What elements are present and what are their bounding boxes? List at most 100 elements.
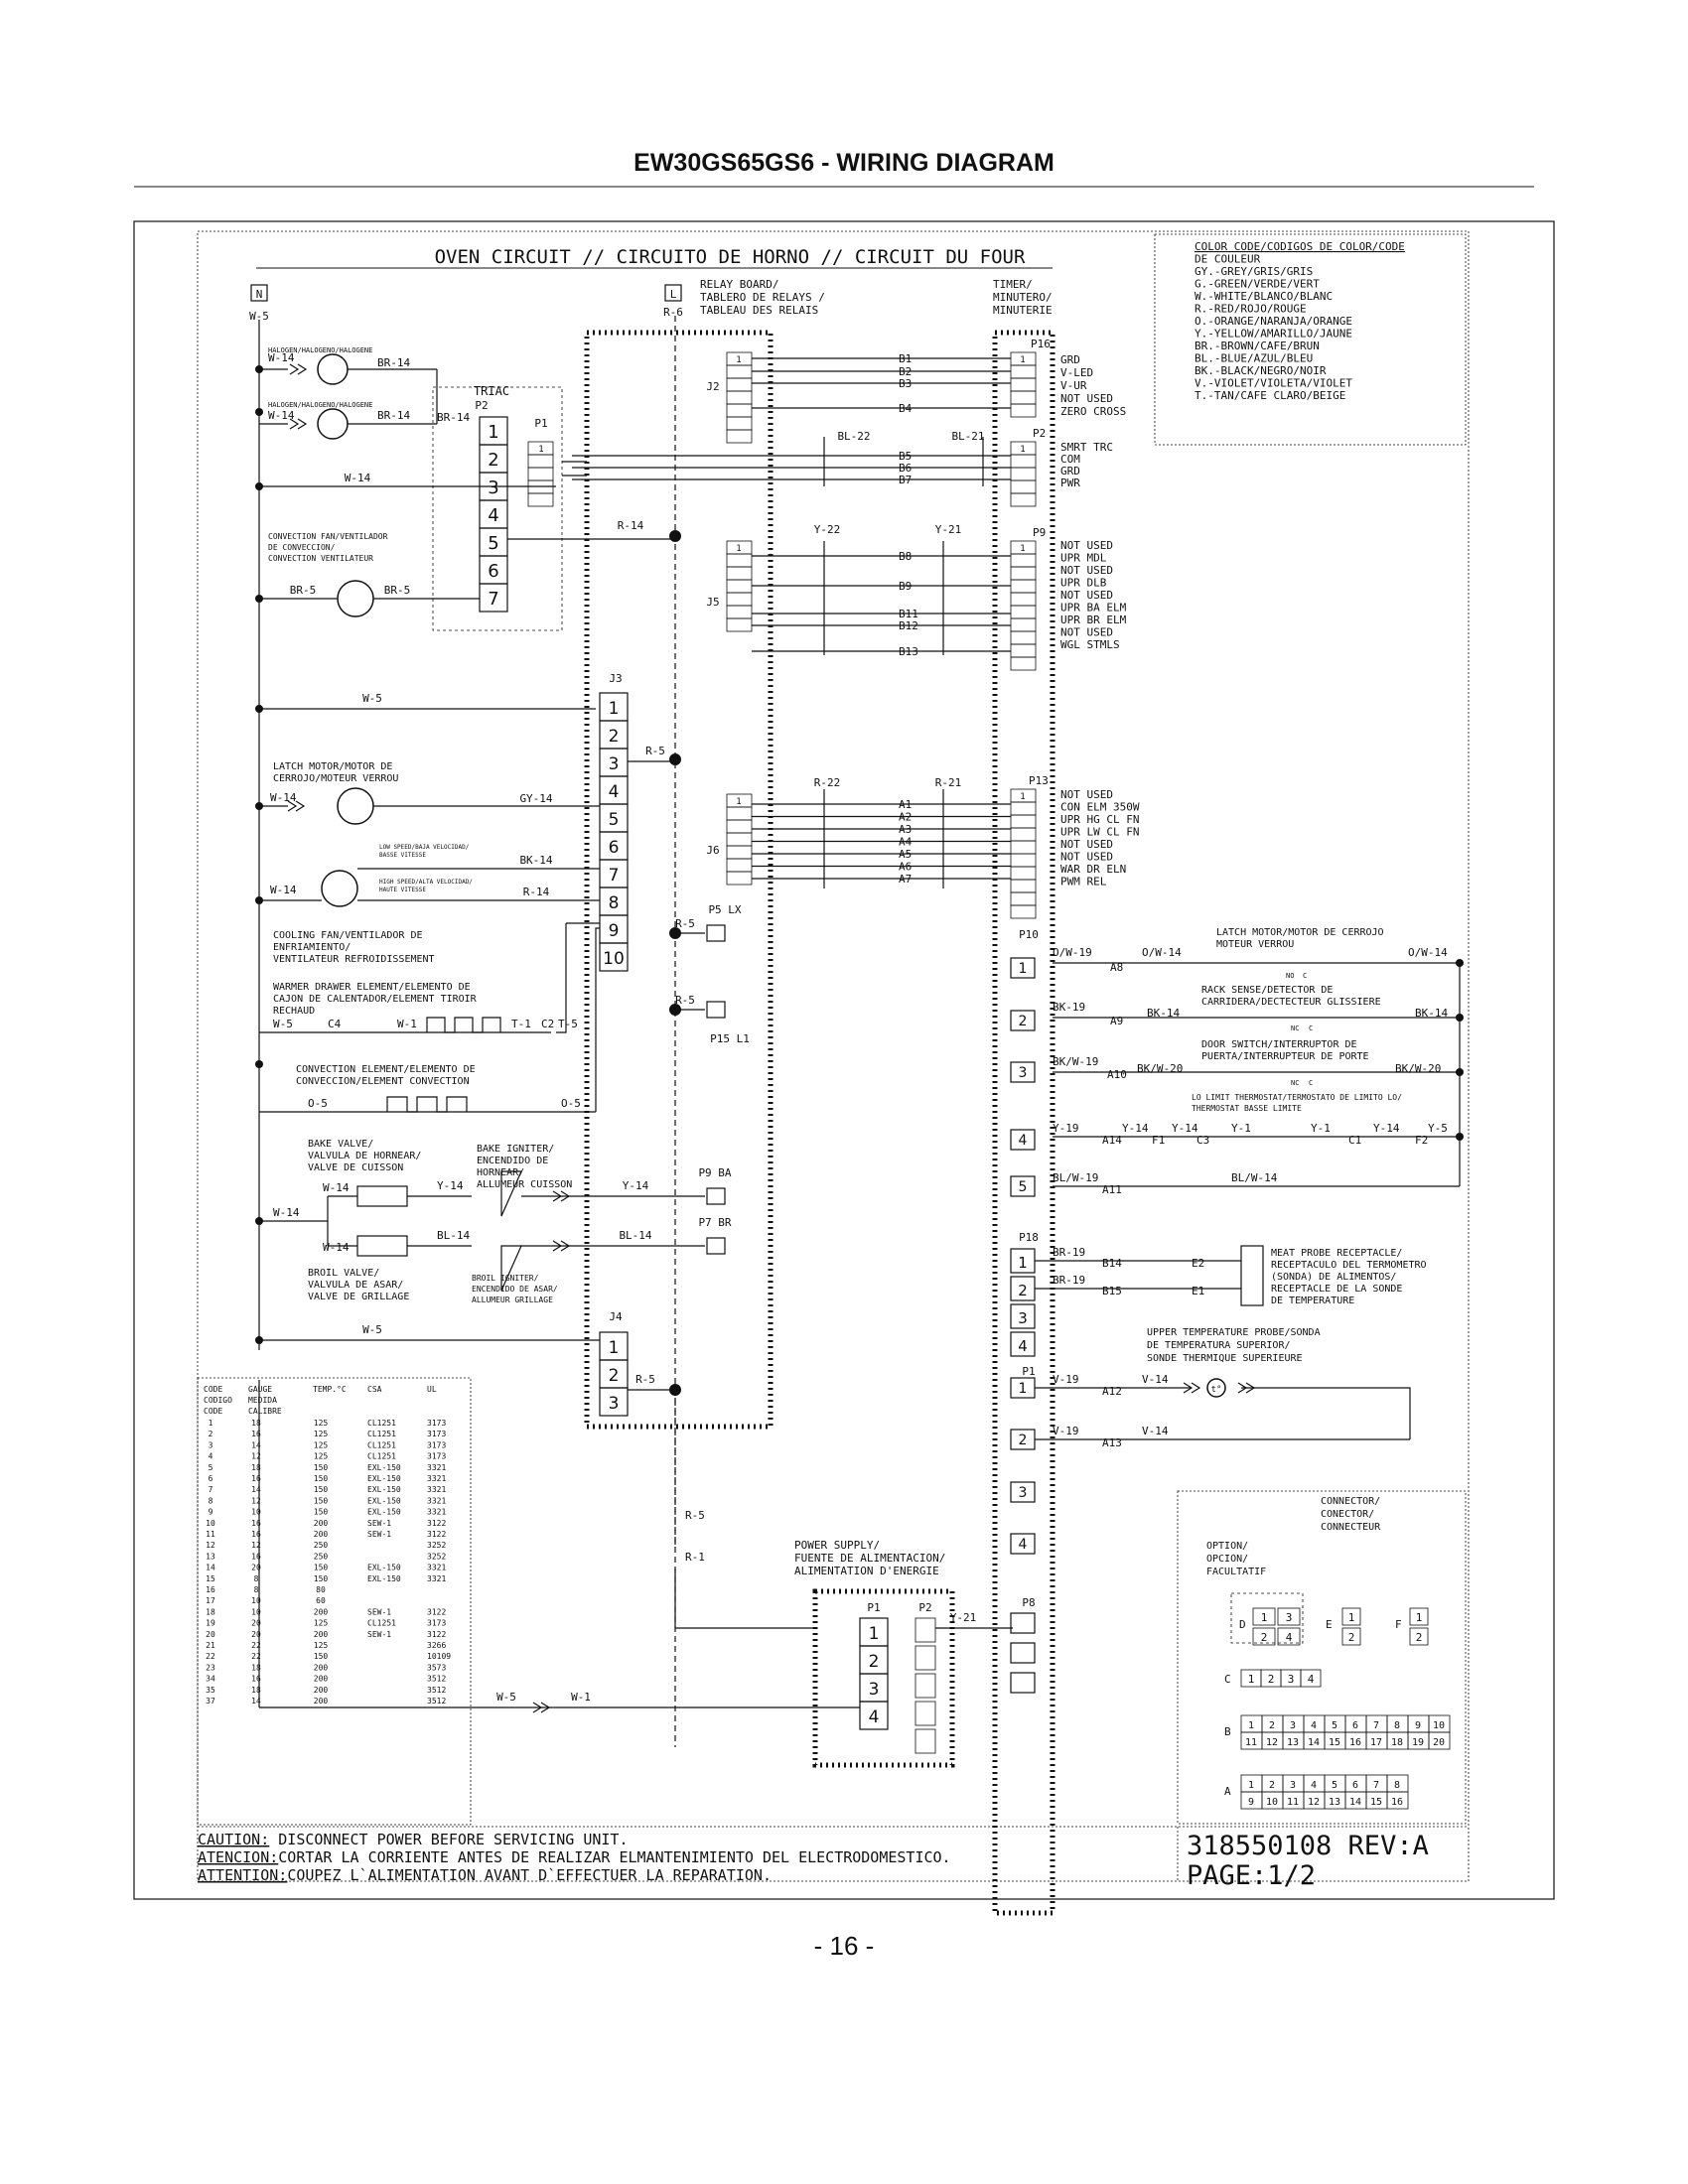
gauge-cell: EXL-150 — [367, 1496, 401, 1505]
p5-terminal — [706, 924, 726, 942]
p13-label: PWM REL — [1060, 876, 1107, 888]
wire — [595, 927, 600, 1112]
pin-number: 2 — [1018, 1282, 1028, 1299]
pin-number: 3 — [609, 1394, 620, 1414]
gauge-cell: 20 — [206, 1630, 215, 1639]
legend-cell-num: 2 — [1261, 1631, 1268, 1644]
caution-line: ATTENTION:COUPEZ L`ALIMENTATION AVANT D`… — [198, 1866, 772, 1884]
gauge-cell: 200 — [314, 1686, 329, 1695]
pin-number: 4 — [609, 782, 620, 802]
gauge-cell: 125 — [314, 1430, 329, 1438]
connector-label: J4 — [609, 1310, 623, 1323]
legend-cell-num: 7 — [1373, 1780, 1379, 1791]
legend-cell-num: 12 — [1308, 1797, 1320, 1808]
gauge-cell: 14 — [251, 1440, 261, 1449]
broil-igniter-label: ALLUMEUR GRILLAGE — [472, 1296, 553, 1304]
pin-number: 1 — [1020, 445, 1025, 455]
p1-pin — [1010, 1481, 1036, 1503]
p13-pin — [1010, 801, 1037, 816]
connector-legend-title: CONECTOR/ — [1321, 1509, 1374, 1520]
wire-label: BR-14 — [377, 356, 410, 369]
p16-pin — [1010, 364, 1037, 379]
j4-pin — [599, 1387, 629, 1417]
j2-pin — [726, 403, 753, 418]
wire-label: W-14 — [268, 351, 295, 364]
door-label: PUERTA/INTERRUPTEUR DE PORTE — [1201, 1051, 1369, 1062]
components — [250, 284, 1464, 1916]
p13-label: CON ELM 350W — [1060, 801, 1140, 814]
plug-connector — [287, 800, 298, 812]
gauge-cell: 16 — [251, 1474, 261, 1483]
gauge-cell: 4 — [209, 1452, 213, 1461]
wire-label: R-22 — [814, 776, 841, 789]
pin-number: 2 — [609, 1366, 620, 1386]
wire-label: A11 — [1102, 1183, 1122, 1196]
halogen-label: HALOGEN/HALOGENO/HALOGENE — [268, 401, 372, 409]
color-code-box — [1154, 233, 1467, 446]
wire-label: Y-14 — [1373, 1122, 1400, 1135]
color-code-line: W.-WHITE/BLANCO/BLANC — [1195, 290, 1333, 303]
p13-pin — [1010, 853, 1037, 868]
wire-label: BL-21 — [951, 430, 984, 443]
gauge-cell: 10 — [251, 1508, 261, 1517]
wire-label: W-14 — [345, 472, 371, 484]
wire-label: A6 — [899, 861, 912, 874]
junction-dot — [669, 530, 681, 542]
p13-pin — [1010, 891, 1037, 906]
legend-cell-num: 18 — [1391, 1737, 1403, 1748]
connector-label: P13 — [1029, 774, 1049, 787]
plug-connector — [552, 1240, 563, 1252]
bake-valve-label: VALVULA DE HORNEAR/ — [308, 1151, 421, 1161]
p2-pin — [1010, 479, 1037, 494]
low-speed-label: LOW SPEED/BAJA VELOCIDAD/ — [379, 844, 470, 851]
gauge-cell: 150 — [314, 1474, 329, 1483]
caution-text: COUPEZ L`ALIMENTATION AVANT D`EFFECTUER … — [287, 1866, 772, 1884]
gauge-cell: 12 — [251, 1496, 261, 1505]
gauge-cell: 11 — [206, 1530, 215, 1539]
connector-label: P1 — [534, 417, 547, 430]
conv-fan-label: DE CONVECCION/ — [268, 543, 336, 552]
gauge-cell: 200 — [314, 1663, 329, 1672]
pin-number: 7 — [609, 866, 620, 886]
wire — [674, 1569, 815, 1629]
legend-cell-num: 10 — [1433, 1720, 1445, 1731]
pin-number: 1 — [1019, 961, 1028, 977]
latch-right-label: MOTEUR VERROU — [1216, 939, 1294, 950]
gauge-cell: EXL-150 — [367, 1485, 401, 1494]
relay-board-label: RELAY BOARD/ — [700, 278, 778, 291]
broil-valve-label: VALVE DE GRILLAGE — [308, 1292, 409, 1302]
legend-cell-num: 3 — [1290, 1720, 1296, 1731]
gauge-cell: 16 — [251, 1552, 261, 1561]
probe-symbol: t° — [1211, 1385, 1222, 1395]
p8-pin — [1010, 1612, 1036, 1634]
legend-cell — [1252, 1627, 1276, 1646]
wire-label: R-1 — [685, 1551, 705, 1564]
wire-label: B4 — [899, 402, 913, 415]
gauge-cell: 12 — [251, 1452, 261, 1461]
legend-cell-num: 19 — [1412, 1737, 1424, 1748]
pin-number: 3 — [1019, 1065, 1028, 1081]
gauge-cell: 125 — [314, 1419, 329, 1428]
gauge-cell: 3512 — [427, 1697, 446, 1706]
gauge-cell: 200 — [314, 1530, 329, 1539]
wire-label: V-19 — [1053, 1425, 1079, 1437]
junction-dot — [255, 408, 263, 416]
p9-label: NOT USED — [1060, 539, 1113, 552]
switch-label: C — [1309, 1079, 1313, 1087]
upper-probe-label: DE TEMPERATURA SUPERIOR/ — [1147, 1340, 1291, 1351]
color-code-line: Y.-YELLOW/AMARILLO/JAUNE — [1195, 328, 1352, 341]
wire-label: Y-1 — [1311, 1122, 1331, 1135]
halogen-lamp — [317, 353, 349, 385]
gauge-cell: CL1251 — [367, 1619, 396, 1628]
wire-label: R-21 — [935, 776, 962, 789]
gauge-cell: 22 — [206, 1652, 215, 1661]
gauge-cell: 3512 — [427, 1686, 446, 1695]
gauge-cell: SEW-1 — [367, 1519, 391, 1528]
neutral-terminal-label: N — [256, 288, 263, 301]
connector-label: P15 L1 — [710, 1032, 750, 1045]
p18-pin — [1010, 1303, 1036, 1329]
p18-pin — [1010, 1276, 1036, 1301]
connector-label: J2 — [706, 380, 719, 393]
junction-dot — [669, 1384, 681, 1396]
legend-cell — [1341, 1627, 1361, 1646]
